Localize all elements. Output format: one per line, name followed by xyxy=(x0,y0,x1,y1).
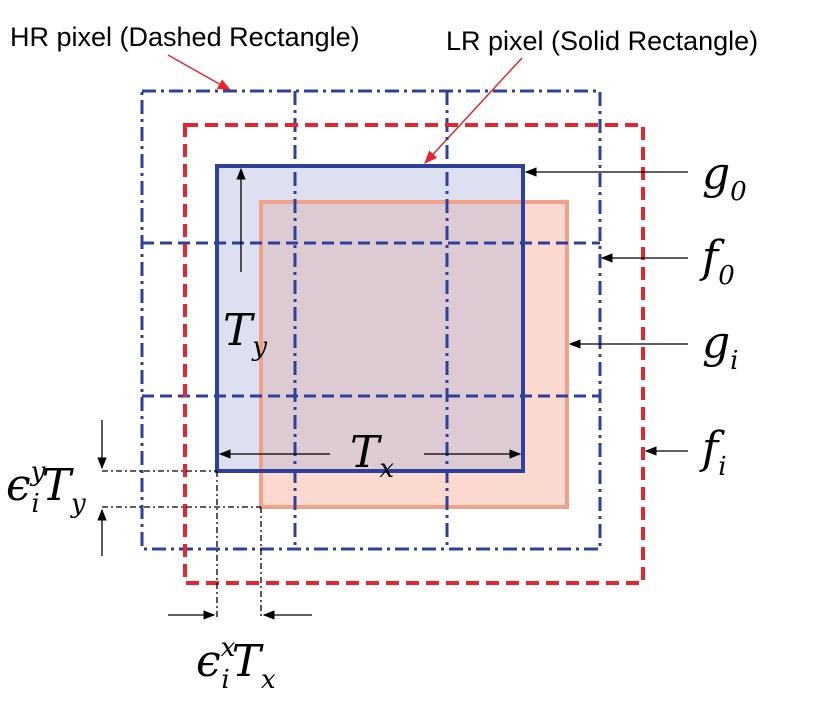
gi-label: gi xyxy=(702,317,739,376)
f0-label: f0 xyxy=(699,232,735,291)
tx-label: Tx xyxy=(350,427,394,484)
hr-caption-arrow xyxy=(167,54,232,91)
eps-y-shift-guides xyxy=(102,470,261,508)
lr-caption-arrow xyxy=(424,57,523,164)
hr-pixel-caption: HR pixel (Dashed Rectangle) xyxy=(10,22,360,52)
eps-x-shift-guides xyxy=(216,471,262,618)
fi-label: fi xyxy=(699,423,727,482)
hr-pixel-fi xyxy=(183,123,645,585)
lr-pixel-gi xyxy=(259,200,569,509)
lr-pixel-caption: LR pixel (Solid Rectangle) xyxy=(446,26,758,56)
ty-label: Ty xyxy=(223,305,267,362)
lr-overlap-region xyxy=(261,202,523,471)
g0-label: g0 xyxy=(702,148,747,207)
lr-pixel-g0 xyxy=(215,164,525,473)
